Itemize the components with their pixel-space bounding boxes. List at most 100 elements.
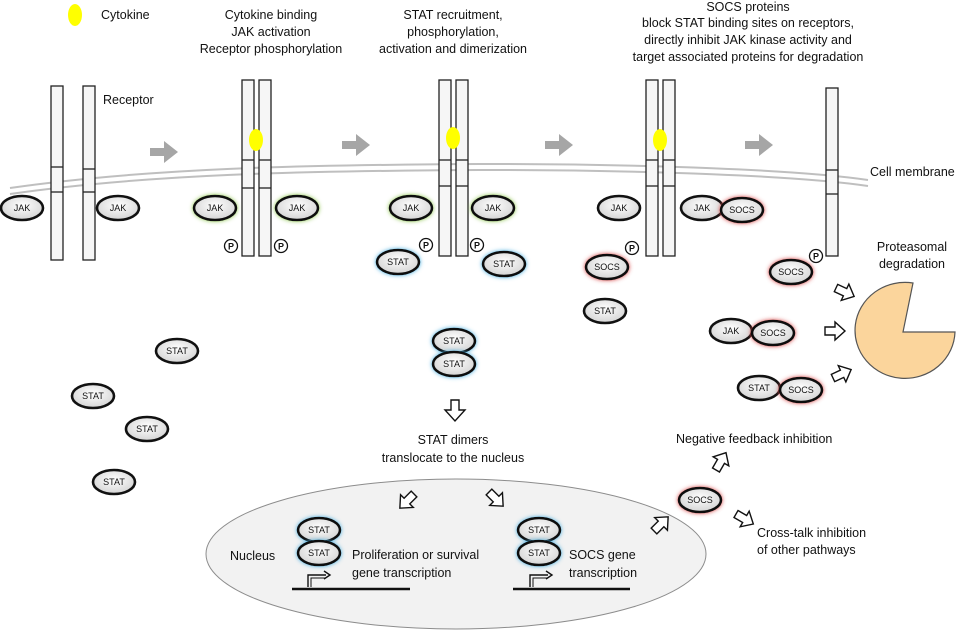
step2-line1: STAT recruitment,	[403, 8, 502, 22]
prolif-label-1: Proliferation or survival	[352, 548, 479, 562]
socs-molecule-label: SOCS	[594, 262, 620, 272]
cytokine-group	[68, 4, 667, 151]
stat-dimer-top-label: STAT	[443, 336, 465, 346]
proteasome-shape	[854, 281, 956, 379]
jak-molecule-active: JAK	[470, 194, 516, 222]
gray-arrow-icon	[545, 134, 573, 156]
hollow-arrow-right-icon	[733, 509, 755, 528]
hollow-arrows	[399, 282, 856, 535]
gray-arrow-icon	[342, 134, 370, 156]
receptor-group	[50, 79, 839, 261]
socs-molecule: SOCS	[719, 196, 765, 224]
jak-molecule: JAK	[708, 317, 754, 345]
phospho-marker-label: P	[629, 244, 635, 254]
jak-molecule-active-label: JAK	[403, 203, 420, 213]
socs-molecule-new: SOCS	[677, 486, 723, 514]
progression-arrows	[150, 134, 773, 163]
proteasomal-label-1: Proteasomal	[877, 240, 947, 254]
stat-dimer-top: STAT	[431, 327, 477, 355]
jak-molecule-active: JAK	[192, 194, 238, 222]
receptor-label: Receptor	[103, 93, 154, 107]
crosstalk-label-1: Cross-talk inhibition	[757, 526, 866, 540]
cell-membrane-label: Cell membrane	[870, 165, 955, 179]
phospho-marker: P	[273, 238, 289, 254]
step1-line2: JAK activation	[231, 25, 310, 39]
hollow-arrow-right-icon	[830, 364, 853, 384]
jak-molecule-active-label: JAK	[485, 203, 502, 213]
proteasomal-label-2: degradation	[879, 257, 945, 271]
jak-molecule-active-label: JAK	[289, 203, 306, 213]
phospho-marker: P	[223, 238, 239, 254]
socs-molecule-label: SOCS	[788, 385, 814, 395]
cytokine-icon	[249, 129, 263, 151]
stat-molecule: STAT	[154, 337, 200, 365]
hollow-arrow-down-left-icon	[399, 490, 418, 509]
stat-molecule-active: STAT	[375, 248, 421, 276]
nucleus	[205, 478, 707, 630]
hollow-arrow-up-right-icon	[650, 516, 669, 535]
prolif-label-2: gene transcription	[352, 566, 451, 580]
jak-molecule-label: JAK	[14, 203, 31, 213]
hollow-arrow-down-icon	[443, 399, 467, 423]
step2-line2: phosphorylation,	[407, 25, 499, 39]
cytokine-icon	[446, 127, 460, 149]
phospho-marker: P	[808, 248, 824, 264]
step3-line3: directly inhibit JAK kinase activity and	[644, 33, 852, 47]
stat-molecule: STAT	[736, 374, 782, 402]
hollow-arrow-right-icon	[824, 320, 847, 342]
cell-membrane	[9, 162, 869, 195]
stat-dimer-top-label: STAT	[308, 525, 330, 535]
stat-dimer-bottom: STAT	[431, 350, 477, 378]
nucleus-label: Nucleus	[230, 549, 275, 563]
jak-molecule-label: JAK	[723, 326, 740, 336]
phospho-marker: P	[624, 240, 640, 256]
jak-molecule-label: JAK	[694, 203, 711, 213]
molecules-layer: JAK JAK JAK JAK P P JAK JAK P P STAT STAT JAK JAK SOCS…	[0, 194, 824, 567]
step2-line3: activation and dimerization	[379, 42, 527, 56]
socs-gene-label-2: transcription	[569, 566, 637, 580]
socs-molecule: SOCS	[584, 253, 630, 281]
stat-molecule-label: STAT	[748, 383, 770, 393]
jak-molecule: JAK	[596, 194, 642, 222]
jak-molecule: JAK	[95, 194, 141, 222]
stat-dimer-top: STAT	[516, 516, 562, 544]
stat-molecule-label: STAT	[103, 477, 125, 487]
receptor-chain	[50, 85, 64, 261]
stat-dimer-top: STAT	[296, 516, 342, 544]
jak-molecule-active: JAK	[274, 194, 320, 222]
jak-molecule-active-label: JAK	[207, 203, 224, 213]
socs-molecule-new-label: SOCS	[687, 495, 713, 505]
receptor-chain	[82, 85, 96, 261]
socs-gene-label-1: SOCS gene	[569, 548, 636, 562]
receptor-chain	[438, 79, 452, 257]
phospho-marker-label: P	[278, 242, 284, 252]
phospho-marker-label: P	[813, 252, 819, 262]
stat-molecule-active: STAT	[481, 250, 527, 278]
receptor-chain	[645, 79, 659, 257]
gene-promoters	[292, 570, 630, 591]
negative-feedback-label: Negative feedback inhibition	[676, 432, 832, 446]
receptor-chain	[662, 79, 676, 257]
stat-molecule-label: STAT	[166, 346, 188, 356]
phospho-marker: P	[418, 237, 434, 253]
phospho-marker: P	[469, 237, 485, 253]
hollow-arrow-down-right-icon	[485, 488, 504, 507]
jak-molecule: JAK	[0, 194, 45, 222]
cytokine-label: Cytokine	[101, 8, 150, 22]
receptor-chain	[241, 79, 255, 257]
step3-line1: SOCS proteins	[706, 0, 789, 14]
socs-molecule-label: SOCS	[760, 328, 786, 338]
stat-dimer-bottom-label: STAT	[308, 548, 330, 558]
promoter-arrow-icon	[529, 574, 548, 587]
stat-dimer-bottom: STAT	[516, 539, 562, 567]
hollow-arrow-up-icon	[711, 451, 730, 473]
stat-dimer-bottom-label: STAT	[443, 359, 465, 369]
step3-line2: block STAT binding sites on receptors,	[642, 16, 854, 30]
socs-molecule: SOCS	[750, 319, 796, 347]
cytokine-legend-icon	[68, 4, 82, 26]
promoter-arrow-icon	[307, 574, 326, 587]
stat-molecule-active-label: STAT	[493, 259, 515, 269]
stat-dimer-top-label: STAT	[528, 525, 550, 535]
gray-arrow-icon	[745, 134, 773, 156]
stat-molecule-active-label: STAT	[387, 257, 409, 267]
